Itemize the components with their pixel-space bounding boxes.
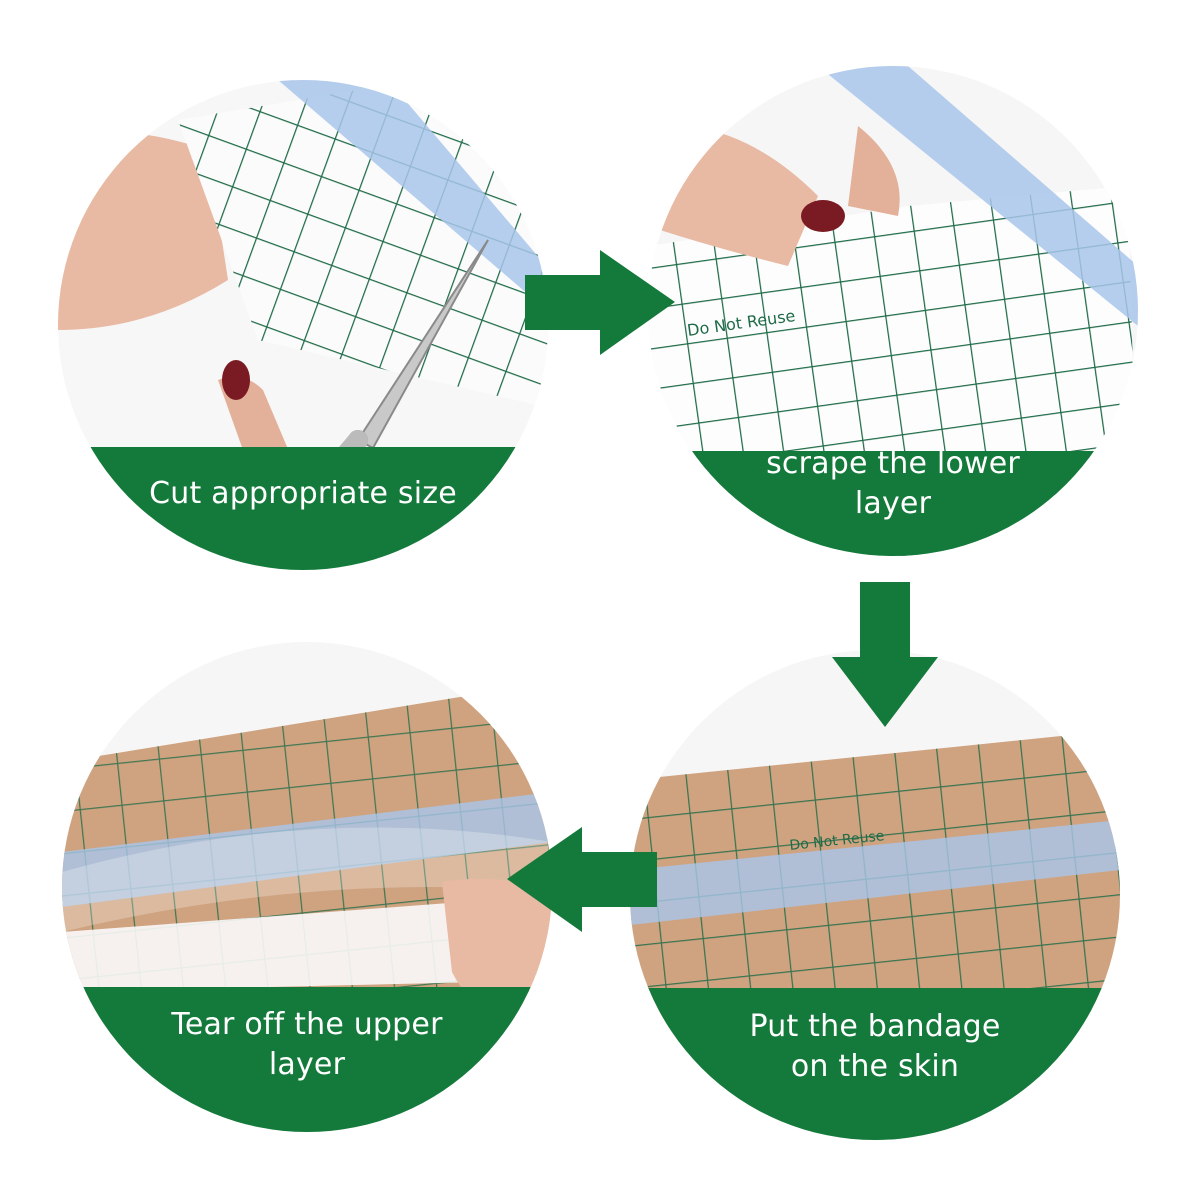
step-2-caption: scrape the lower layer: [766, 444, 1020, 524]
step-1-photo-circle: Cut appropriate size: [58, 80, 548, 570]
step-2-caption-band: scrape the lower layer: [648, 446, 1138, 556]
step-2-caption-line1: scrape the lower: [766, 445, 1020, 481]
step-3-caption-line1: Put the bandage: [749, 1008, 1001, 1044]
step-4-caption-band: Tear off the upper layer: [62, 987, 552, 1132]
step-1-caption-line1: Cut appropriate size: [149, 475, 457, 511]
step-4-photo-circle: Tear off the upper layer: [62, 642, 552, 1132]
step-2-photo-circle: Do Not Reuse scrape the lower layer: [648, 66, 1138, 556]
step-3-photo-circle: Do Not Reuse Put the bandage on the skin: [630, 650, 1120, 1140]
step-3-caption-line2: on the skin: [790, 1048, 960, 1084]
step-4-caption-line1: Tear off the upper: [171, 1006, 443, 1042]
step-4-caption-line2: layer: [268, 1046, 346, 1082]
step-2-caption-line2: layer: [854, 485, 932, 521]
tearing-top-layer-illustration: [62, 642, 552, 1132]
step-1-caption-band: Cut appropriate size: [58, 447, 548, 570]
arrow-down-icon: [832, 582, 938, 727]
step-1-caption: Cut appropriate size: [149, 474, 457, 514]
arrow-right-icon: [525, 250, 675, 355]
arrow-left-icon: [507, 827, 657, 932]
step-4-caption: Tear off the upper layer: [171, 1005, 442, 1085]
step-3-caption-band: Put the bandage on the skin: [630, 988, 1120, 1140]
step-3-caption: Put the bandage on the skin: [749, 1007, 1000, 1087]
